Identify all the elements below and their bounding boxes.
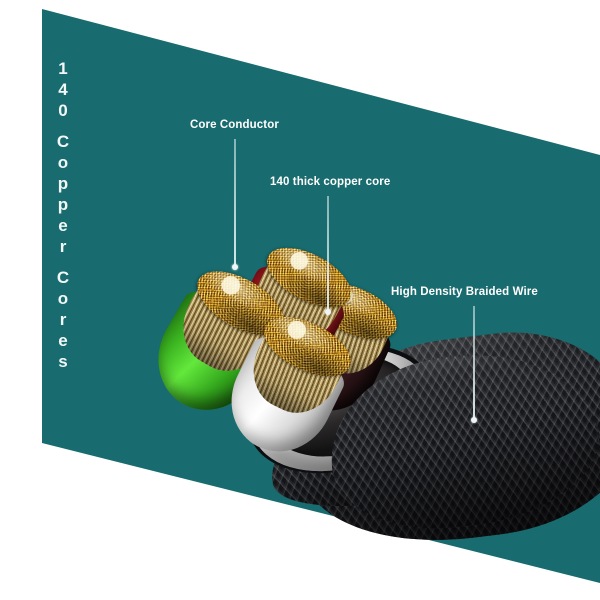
callout-label-braided-wire: High Density Braided Wire [391,286,538,298]
headline-char: C [56,132,70,151]
headline-char: 1 [58,59,68,78]
braid-shading [321,342,600,540]
headline-char: 0 [58,101,68,120]
callout-label-core-conductor: Core Conductor [190,119,279,131]
headline-char: r [59,237,67,256]
headline-char: e [58,216,68,235]
headline-char: p [57,195,69,214]
braided-sheath-front-lip [321,342,600,540]
headline-char: 4 [58,80,68,99]
headline-char: o [57,153,69,172]
headline-char: C [56,268,70,287]
headline-char: o [57,289,69,308]
headline-char: r [59,310,67,329]
leader-line-braided-wire [471,306,477,423]
callout-label-thick-copper-core: 140 thick copper core [270,176,391,188]
headline-char: p [57,174,69,193]
headline-char: e [58,331,68,350]
leader-line-core-conductor [232,139,238,270]
vertical-headline: 1 4 0 C o p p e r C o r e s [48,58,78,372]
leader-line-thick-copper-core [325,196,331,315]
headline-char: s [58,352,68,371]
